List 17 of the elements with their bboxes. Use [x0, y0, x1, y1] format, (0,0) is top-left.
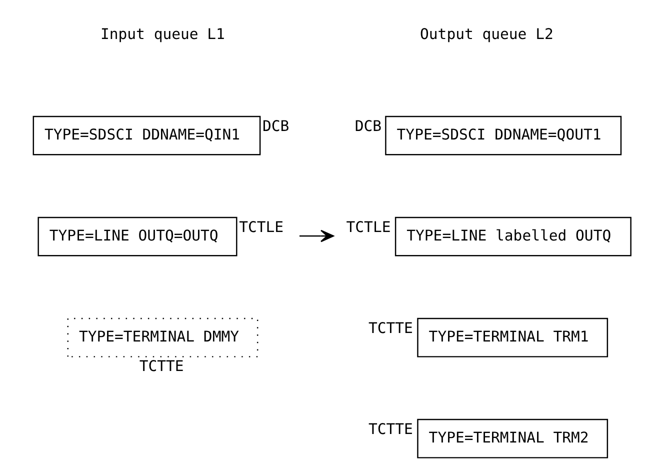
node-label: TCTLE — [239, 218, 284, 236]
node-label: DCB — [354, 118, 382, 135]
arrow — [299, 230, 334, 242]
node-box: TYPE=SDSCI DDNAME=QOUT1 — [385, 116, 622, 156]
node-label: TCTTE — [368, 420, 413, 438]
node-box: TYPE=TERMINAL TRM1 — [417, 318, 608, 358]
node-box: TYPE=TERMINAL DMMY — [67, 318, 258, 358]
node-box: TYPE=SDSCI DDNAME=QIN1 — [32, 116, 261, 156]
node-box: TYPE=LINE OUTQ=OUTQ — [38, 216, 238, 256]
label: Output queue L2 — [420, 26, 554, 43]
node-label: TCTTE — [139, 358, 184, 375]
node-box: TYPE=LINE labelled OUTQ — [394, 216, 632, 256]
label: Input queue L1 — [100, 26, 225, 43]
node-label: TCTLE — [346, 218, 391, 236]
node-label: DCB — [262, 118, 290, 135]
node-box: TYPE=TERMINAL TRM2 — [417, 418, 608, 458]
node-label: TCTTE — [368, 320, 413, 337]
